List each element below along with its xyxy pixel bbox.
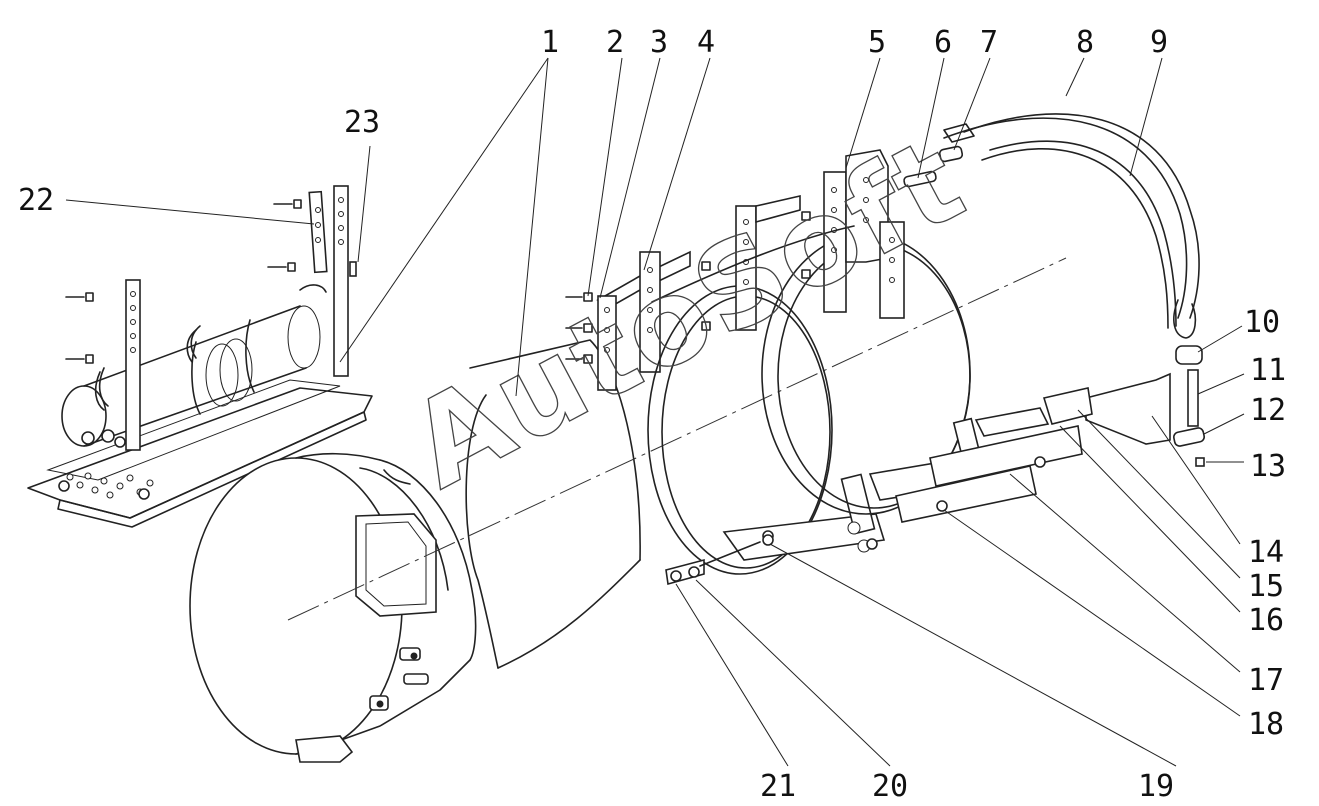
callout-14: 14 [1248,535,1284,570]
pin-and-sleeve [903,145,964,188]
mounting-bracket-front [596,250,886,575]
callout-1: 1 [541,25,559,60]
callout-11: 11 [1250,353,1286,388]
callout-19: 19 [1138,769,1174,804]
cross-strap [651,225,855,303]
mounted-tank-assembly [27,185,373,528]
callout-13: 13 [1250,449,1286,484]
callout-12: 12 [1250,393,1286,428]
upper-strap [943,113,1200,339]
callout-6: 6 [934,25,952,60]
lower-plate-bolts [665,534,774,586]
leader-lines [65,57,1245,767]
callout-17: 17 [1248,663,1284,698]
tank-centerline [287,257,1067,621]
loose-bolts-left [65,199,357,364]
base-plate-perforations [66,472,154,499]
callout-15: 15 [1248,569,1284,604]
main-tank [189,339,641,763]
small-hardware [1173,345,1205,467]
strap-liner [981,140,1177,329]
callout-9: 9 [1150,25,1168,60]
callout-8: 8 [1076,25,1094,60]
callout-4: 4 [697,25,715,60]
callout-22: 22 [18,183,54,218]
support-angle [974,372,1171,445]
callout-10: 10 [1244,305,1280,340]
callout-3: 3 [650,25,668,60]
callout-20: 20 [872,769,908,804]
callout-5: 5 [868,25,886,60]
mounting-bracket-rear [823,149,905,319]
callout-numbers: 1 2 3 4 5 6 7 8 9 10 11 12 13 14 15 16 1… [18,25,1286,804]
callout-21: 21 [760,769,796,804]
bracket-bolts [565,211,811,364]
callout-18: 18 [1248,707,1284,742]
lower-crossmember [895,425,1083,523]
callout-2: 2 [606,25,624,60]
callout-16: 16 [1248,603,1284,638]
callout-7: 7 [980,25,998,60]
callout-23: 23 [344,105,380,140]
